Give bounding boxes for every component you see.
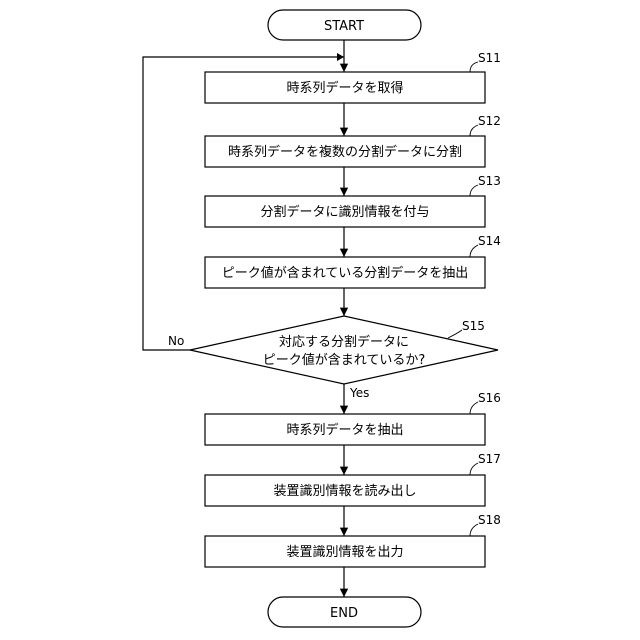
- process-s17-label: 装置識別情報を読み出し: [273, 483, 416, 499]
- svg-text:S16: S16: [478, 391, 501, 405]
- end-terminal: END: [268, 597, 421, 627]
- step-label-s15: S15: [448, 319, 485, 338]
- process-s17: 装置識別情報を読み出し: [205, 475, 485, 506]
- process-s16-label: 時系列データを抽出: [286, 422, 403, 438]
- process-s14-label: ピーク値が含まれている分割データを抽出: [222, 265, 469, 281]
- process-s12-label: 時系列データを複数の分割データに分割: [228, 144, 462, 160]
- step-label-s14: S14: [470, 234, 501, 257]
- decision-s15-line2: ピーク値が含まれているか?: [263, 352, 426, 368]
- process-s13-label: 分割データに識別情報を付与: [260, 204, 429, 220]
- process-s18-label: 装置識別情報を出力: [286, 545, 403, 560]
- step-label-s11: S11: [470, 51, 501, 72]
- process-s11: 時系列データを取得: [205, 72, 485, 103]
- step-label-s13: S13: [470, 174, 501, 196]
- start-label: START: [324, 19, 364, 34]
- end-label: END: [330, 606, 358, 621]
- arrow-no-loop-head: [337, 53, 344, 61]
- edge-label-yes: Yes: [349, 386, 369, 400]
- step-label-s17: S17: [470, 452, 501, 475]
- edge-label-no: No: [168, 334, 184, 348]
- process-s18: 装置識別情報を出力: [205, 536, 485, 567]
- step-label-s12: S12: [470, 114, 501, 136]
- svg-text:S13: S13: [478, 174, 501, 188]
- process-s12: 時系列データを複数の分割データに分割: [205, 136, 485, 167]
- process-s14: ピーク値が含まれている分割データを抽出: [205, 257, 485, 288]
- process-s11-label: 時系列データを取得: [286, 80, 403, 96]
- process-s16: 時系列データを抽出: [205, 414, 485, 445]
- start-terminal: START: [268, 10, 421, 40]
- svg-text:S17: S17: [478, 452, 501, 466]
- step-label-s18: S18: [470, 513, 501, 536]
- decision-s15-line1: 対応する分割データに: [279, 334, 409, 350]
- svg-text:S11: S11: [478, 51, 501, 65]
- svg-text:S14: S14: [478, 234, 501, 248]
- step-label-s16: S16: [470, 391, 501, 414]
- svg-text:S18: S18: [478, 513, 501, 527]
- svg-text:S12: S12: [478, 114, 501, 128]
- decision-s15: 対応する分割データに ピーク値が含まれているか?: [190, 316, 498, 384]
- svg-text:S15: S15: [462, 319, 485, 333]
- process-s13: 分割データに識別情報を付与: [205, 196, 485, 227]
